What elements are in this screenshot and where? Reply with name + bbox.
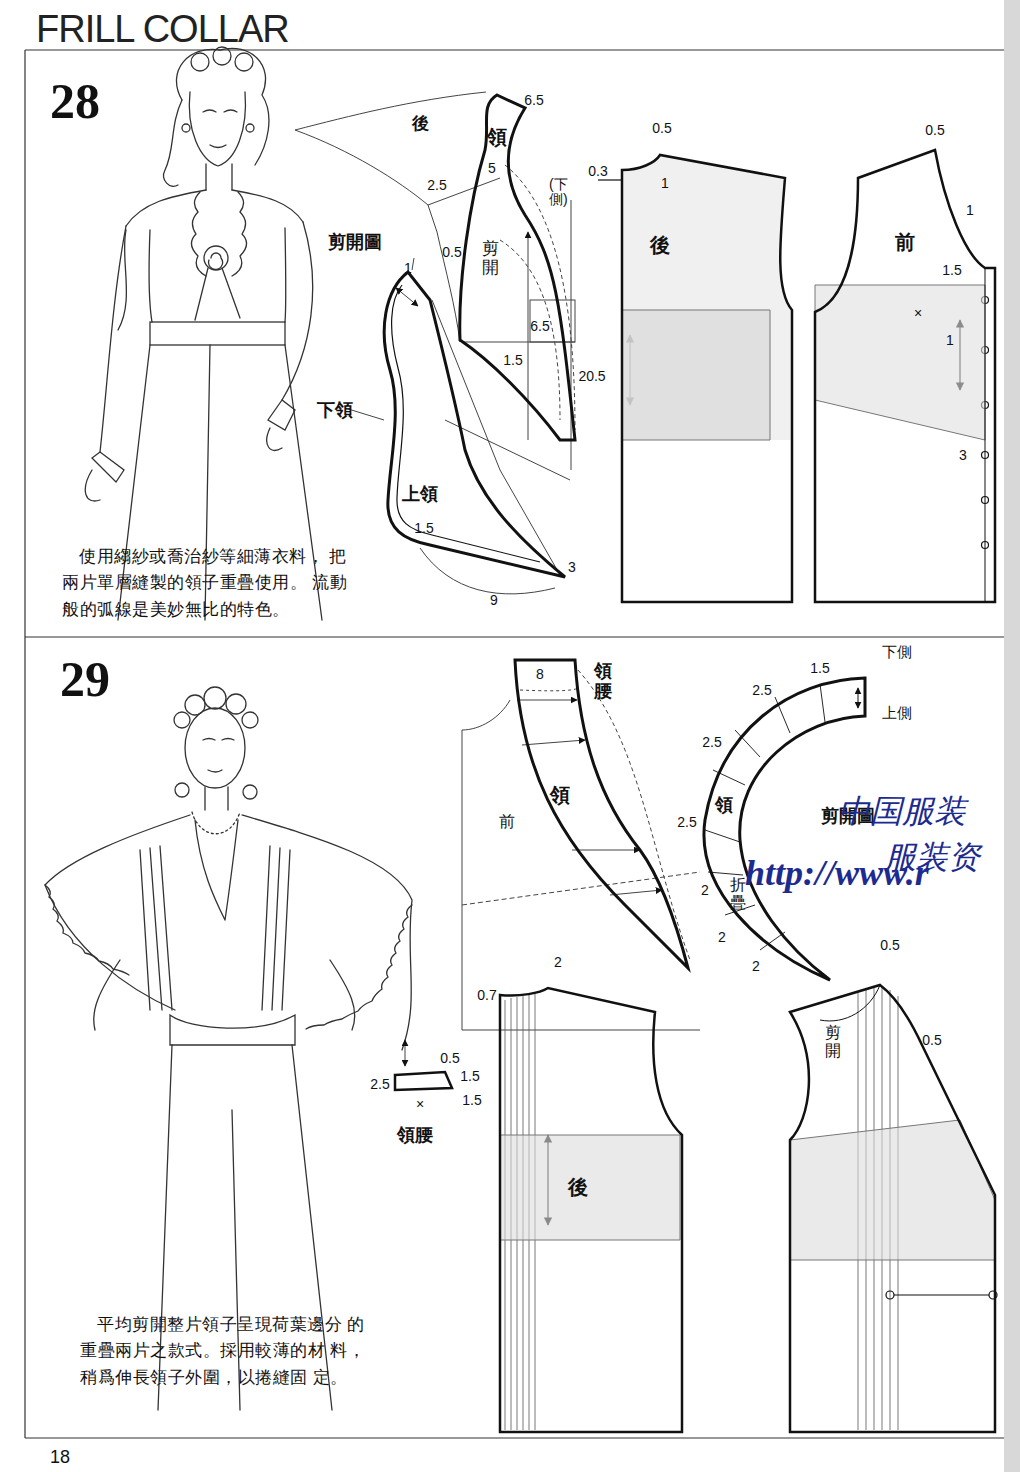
- dimension-label: 1.5: [414, 520, 433, 536]
- dimension-label: 1.5: [462, 1092, 481, 1108]
- dimension-label: 1: [946, 332, 954, 348]
- dimension-label: 6.5: [530, 318, 549, 334]
- dimension-label: ×: [416, 1096, 424, 1112]
- piece-line: [790, 985, 995, 1432]
- dimension-label: (下側): [549, 177, 563, 208]
- piece-line: [815, 285, 985, 440]
- dimension-label: 下領: [317, 398, 353, 422]
- dimension-label: 2: [718, 929, 726, 945]
- dimension-label: 2.5: [427, 177, 446, 193]
- dimension-label: 0.5: [922, 1032, 941, 1048]
- dimension-label: 後: [412, 112, 429, 135]
- design-number: 28: [50, 72, 100, 130]
- piece-name: 剪開: [825, 1024, 841, 1059]
- dimension-label: 2: [701, 882, 709, 898]
- dimension-label: 下側: [882, 643, 912, 662]
- watermark: 中国服装: [838, 790, 966, 834]
- piece-line: [820, 985, 880, 1021]
- piece-line: [985, 268, 986, 602]
- piece-line: [622, 155, 792, 602]
- description-note: 平均剪開整片領子呈現荷葉邊分 的重疊兩片之款式。採用較薄的材 料，稍爲伸長領子外…: [80, 1312, 380, 1391]
- dimension-label: 剪開圖: [328, 230, 382, 254]
- dimension-label: 3: [568, 559, 576, 575]
- piece-line: [500, 1135, 680, 1240]
- piece-line: [622, 310, 770, 440]
- dimension-label: 1.5: [460, 1068, 479, 1084]
- piece-line: [460, 95, 575, 440]
- dimension-label: 2.5: [752, 682, 771, 698]
- piece-line: [705, 684, 825, 950]
- dimension-label: 18: [50, 1447, 70, 1468]
- piece-name: 剪開: [482, 239, 499, 276]
- piece-line: [515, 660, 688, 968]
- piece-outline: [450, 85, 585, 450]
- dimension-label: 1.5: [503, 352, 522, 368]
- description-note: 使用縐紗或喬治紗等細薄衣料， 把兩片單層縫製的領子重疊使用。 流動般的弧線是美妙…: [62, 544, 364, 623]
- dimension-label: 2: [752, 958, 760, 974]
- dimension-label: 6.5: [524, 92, 543, 108]
- pattern-piece: 上領: [372, 262, 572, 584]
- pattern-piece: 剪開: [782, 975, 1002, 1437]
- piece-line: [392, 285, 540, 562]
- design-number: 29: [60, 650, 110, 708]
- dimension-label: 2: [554, 954, 562, 970]
- piece-outline: [782, 975, 1002, 1437]
- dimension-label: 1.5: [810, 660, 829, 676]
- piece-line: [815, 150, 995, 602]
- piece-name: 領: [550, 782, 570, 809]
- dimension-label: 領腰: [594, 662, 612, 702]
- piece-line: [790, 1120, 995, 1260]
- dimension-label: 1.5: [942, 262, 961, 278]
- dimension-label: 1: [404, 260, 412, 276]
- dimension-label: 1: [966, 202, 974, 218]
- pattern-piece: 後: [592, 145, 800, 607]
- dimension-label: 0.7: [477, 987, 496, 1003]
- piece-line: [384, 272, 565, 577]
- dimension-label: 2.5: [677, 814, 696, 830]
- dimension-label: 9: [490, 592, 498, 608]
- dimension-label: 0.5: [652, 120, 671, 136]
- piece-outline: [372, 262, 572, 584]
- dimension-label: ×: [914, 305, 922, 321]
- piece-name: 上領: [402, 482, 438, 506]
- dimension-label: 2.5: [370, 1076, 389, 1092]
- dimension-label: 前: [499, 812, 515, 833]
- pattern-piece: 後: [495, 982, 687, 1437]
- dimension-label: 20.5: [578, 368, 605, 384]
- dimension-label: 0.5: [925, 122, 944, 138]
- dimension-label: 5: [488, 160, 496, 176]
- dimension-label: 上側: [882, 704, 912, 723]
- pattern-piece: 領剪開: [450, 85, 585, 450]
- dimension-label: 8: [536, 666, 544, 682]
- dimension-label: 0.3: [588, 163, 607, 179]
- piece-outline: [495, 982, 687, 1437]
- piece-name: 領: [487, 124, 507, 151]
- piece-line: [500, 988, 682, 1432]
- dimension-label: 3: [959, 447, 967, 463]
- dimension-label: 1: [661, 175, 669, 191]
- dimension-label: 0.5: [442, 244, 461, 260]
- piece-outline: [592, 145, 800, 607]
- watermark: 服装资: [884, 836, 980, 880]
- dimension-label: 0.5: [880, 937, 899, 953]
- dimension-label: 2.5: [702, 734, 721, 750]
- dimension-label: 折疊: [730, 876, 746, 911]
- piece-name: 前: [895, 229, 915, 256]
- dimension-label: 0.5: [440, 1050, 459, 1066]
- piece-line: [622, 155, 792, 440]
- piece-name: 後: [650, 232, 670, 259]
- page-title: FRILL COLLAR: [36, 8, 289, 51]
- dimension-label: 領腰: [397, 1123, 433, 1147]
- piece-line: [520, 688, 578, 691]
- piece-name: 領: [715, 793, 733, 817]
- piece-name: 後: [568, 1174, 588, 1201]
